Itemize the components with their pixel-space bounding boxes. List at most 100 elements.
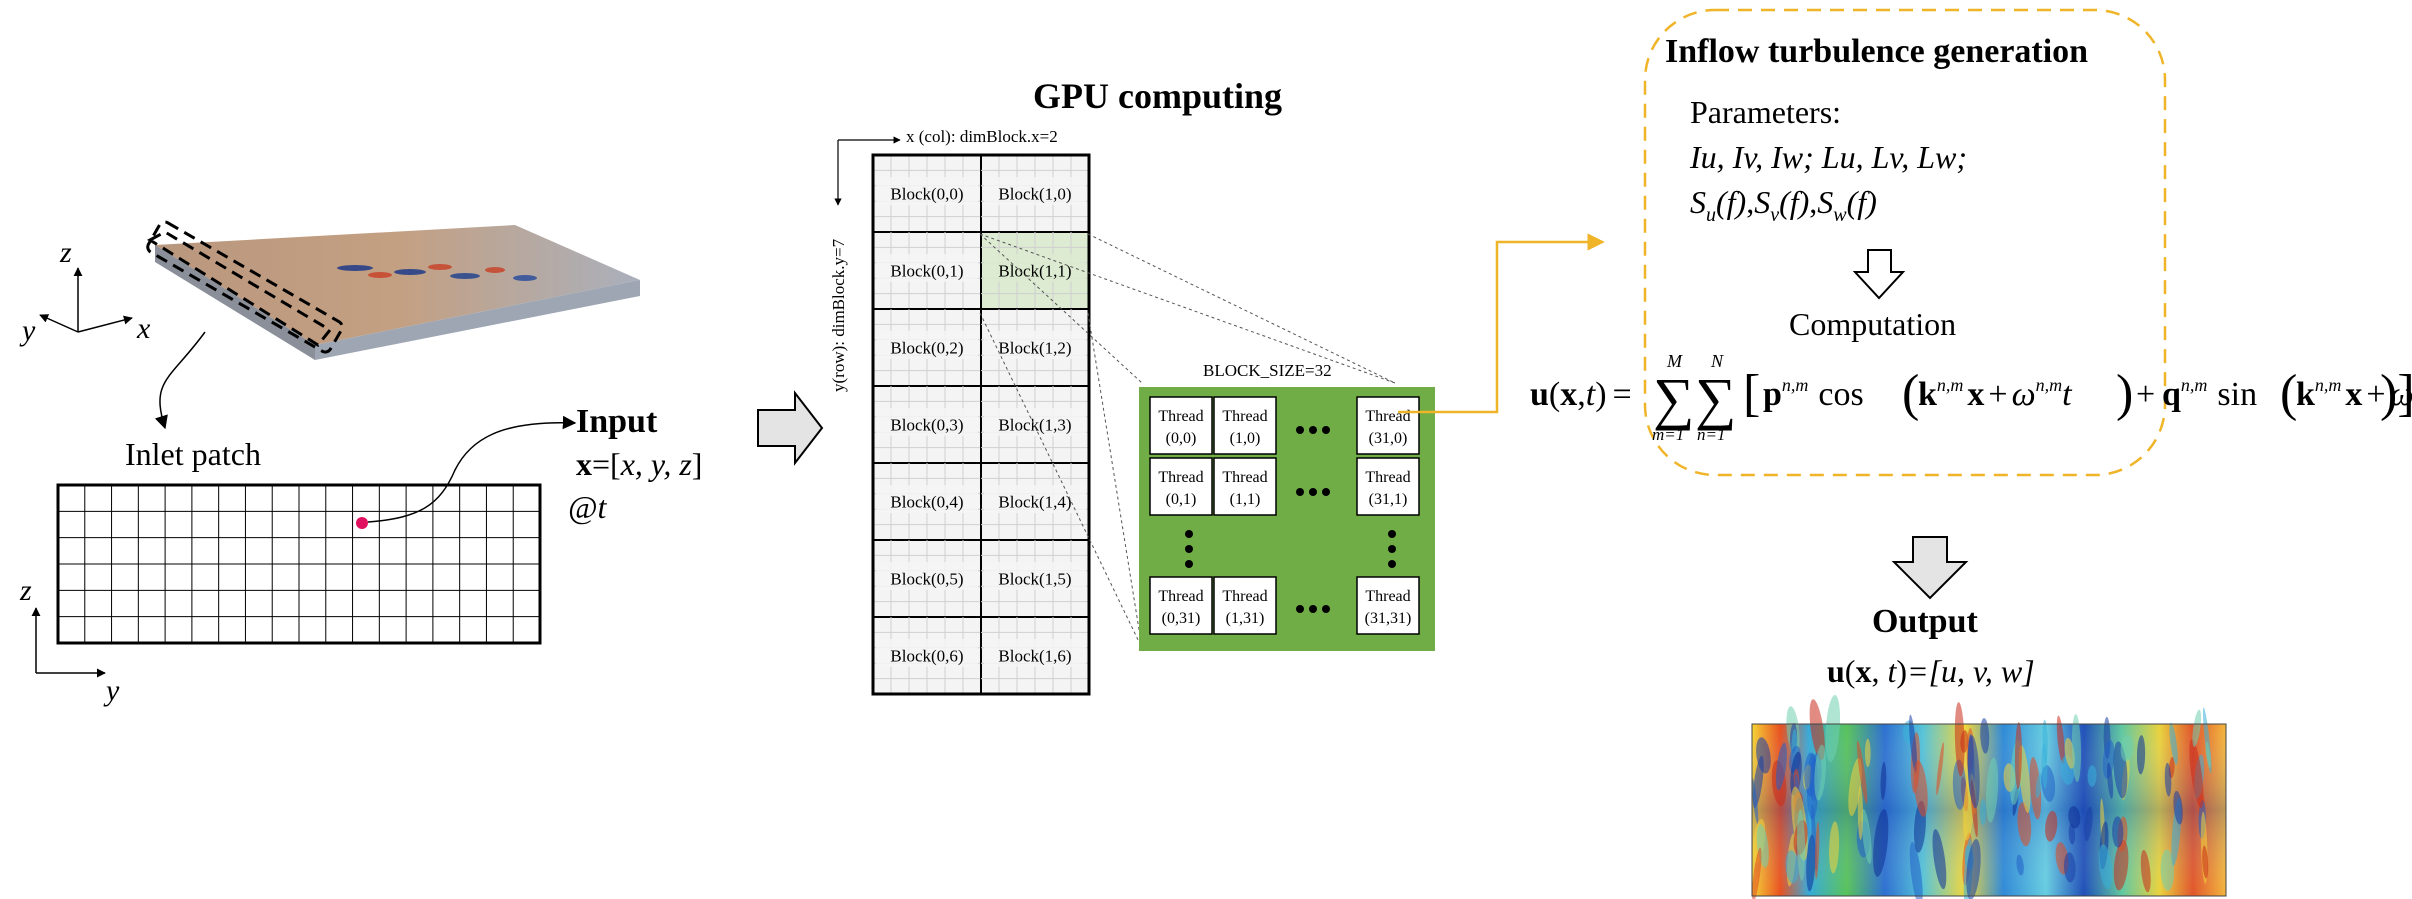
inlet-grid xyxy=(56,483,542,645)
thread-index: (0,1) xyxy=(1166,491,1197,508)
block-cell: Block(1,1) xyxy=(980,231,1090,310)
output-velocity-field xyxy=(1751,694,2227,899)
block-label: Block(0,4) xyxy=(890,493,963,512)
block-cell: Block(0,3) xyxy=(872,385,982,464)
svg-text:u(x,t)=: u(x,t)= xyxy=(1530,376,1632,413)
block-label: Block(0,2) xyxy=(890,339,963,358)
svg-text:N: N xyxy=(1710,351,1724,371)
thread-label: Thread xyxy=(1365,469,1410,486)
block-label: Block(1,5) xyxy=(998,570,1071,589)
thread-index: (1,1) xyxy=(1230,491,1261,508)
svg-text:m=1: m=1 xyxy=(1652,425,1684,444)
inlet-patch-label: Inlet patch xyxy=(125,436,261,472)
block-label: Block(1,2) xyxy=(998,339,1071,358)
domain-slab xyxy=(146,220,640,430)
svg-text:(: ( xyxy=(1902,365,1919,422)
computation-label: Computation xyxy=(1789,306,1956,342)
block-cell: Block(0,0) xyxy=(872,154,982,233)
thread-cell: Thread(31,31) xyxy=(1356,576,1420,635)
block-label: Block(1,4) xyxy=(998,493,1071,512)
block-size-label: BLOCK_SIZE=32 xyxy=(1203,361,1332,380)
inlet-dashed-outline xyxy=(146,220,344,354)
thread-index: (1,31) xyxy=(1226,610,1265,627)
block-cell: Block(1,3) xyxy=(980,385,1090,464)
inflow-title: Inflow turbulence generation xyxy=(1665,33,2088,70)
block-label: Block(0,6) xyxy=(890,647,963,666)
gpu-x-axis-label: x (col): dimBlock.x=2 xyxy=(906,127,1058,146)
output-title: Output xyxy=(1872,603,1978,640)
thread-index: (0,31) xyxy=(1162,610,1201,627)
block-label: Block(1,1) xyxy=(998,262,1071,281)
parameters-label: Parameters: xyxy=(1690,94,1841,130)
svg-text:(: ( xyxy=(2280,365,2297,422)
block-cell: Block(1,4) xyxy=(980,462,1090,541)
block-cell: Block(1,5) xyxy=(980,539,1090,618)
block-cell: Block(0,5) xyxy=(872,539,982,618)
thread-grid: Thread (0,0) Thread (1,0) Thread (31,0) Thread… xyxy=(1149,396,1420,635)
svg-text:∑: ∑ xyxy=(1695,366,1736,431)
axis-y-bottom: y xyxy=(103,674,120,707)
parameters-line1: Iu, Iv, Iw; Lu, Lv, Lw; xyxy=(1689,139,1967,175)
zoom-lines xyxy=(979,233,1396,649)
block-cell: Block(0,6) xyxy=(872,616,982,695)
thread-label: Thread xyxy=(1222,408,1267,425)
block-cell: Block(0,4) xyxy=(872,462,982,541)
axes-top: z y x xyxy=(19,236,151,347)
thread-cell: Thread (1,1) xyxy=(1213,457,1277,516)
spectra-line: Su(f),Sv(f),Sw(f) xyxy=(1690,184,1877,226)
block-cell: Block(1,0) xyxy=(980,154,1090,233)
thread-label: Thread xyxy=(1222,469,1267,486)
block-label: Block(1,0) xyxy=(998,185,1071,204)
thread-label: Thread xyxy=(1365,408,1410,425)
computation-to-output-arrow xyxy=(1891,536,1969,600)
gpu-y-axis-label: y(row): dimBlock.y=7 xyxy=(829,238,848,392)
thread-cell: Thread (0,1) xyxy=(1149,457,1213,516)
block-label: Block(0,1) xyxy=(890,262,963,281)
axis-y-top: y xyxy=(19,314,36,347)
block-label: Block(0,5) xyxy=(890,570,963,589)
params-to-computation-arrow xyxy=(1852,249,1906,300)
thread-index: (1,0) xyxy=(1230,430,1261,447)
thread-ellipsis xyxy=(1185,426,1396,613)
thread-cell: Thread (31,1) xyxy=(1356,457,1420,516)
inflow-box xyxy=(1643,8,2167,477)
thread-index: (0,0) xyxy=(1166,430,1197,447)
thread-label: Thread xyxy=(1222,588,1267,605)
svg-text:)]: )] xyxy=(2380,365,2412,422)
turbulence-streaks xyxy=(337,264,537,281)
block-cell: Block(0,1) xyxy=(872,231,982,310)
thread-label: Thread xyxy=(1365,588,1410,605)
thread-label: Thread xyxy=(1158,588,1203,605)
block-grid: Block(0,0) Block(1,0) Block(0,1) Block(1,1)… xyxy=(871,153,1091,696)
thread-cell: Thread (1,31) xyxy=(1213,576,1277,635)
svg-text:[: [ xyxy=(1743,365,1760,422)
thread-index: (31,0) xyxy=(1369,430,1408,447)
gpu-title: GPU computing xyxy=(1033,76,1282,116)
output-expression: u(x, t)=[u, v, w] xyxy=(1827,653,2035,689)
input-time: @t xyxy=(568,489,607,525)
thread-label: Thread xyxy=(1158,408,1203,425)
thread-cell: Thread (1,0) xyxy=(1213,396,1277,455)
block-label: Block(1,6) xyxy=(998,647,1071,666)
input-coordinates: x=[x, y, z] xyxy=(576,446,702,482)
block-label: Block(0,3) xyxy=(890,416,963,435)
thread-to-inflow-connector xyxy=(1398,233,1605,414)
thread-cell: Thread (0,31) xyxy=(1149,576,1213,635)
block-label: Block(0,0) xyxy=(890,185,963,204)
thread-label: Thread xyxy=(1158,469,1203,486)
svg-text:n=1: n=1 xyxy=(1697,425,1725,444)
axis-x-top: x xyxy=(136,312,151,345)
axis-z-bottom: z xyxy=(19,574,32,607)
svg-text:kn,mx+ωn,mt: kn,mx+ωn,mt xyxy=(1918,375,2073,413)
sample-point xyxy=(356,517,368,529)
svg-text:kn,mx+ωn,mt: kn,mx+ωn,mt xyxy=(2296,375,2412,413)
block-cell: Block(0,2) xyxy=(872,308,982,387)
svg-text:M: M xyxy=(1666,351,1683,371)
velocity-streaks xyxy=(1751,694,2212,899)
thread-index: (31,1) xyxy=(1369,491,1408,508)
